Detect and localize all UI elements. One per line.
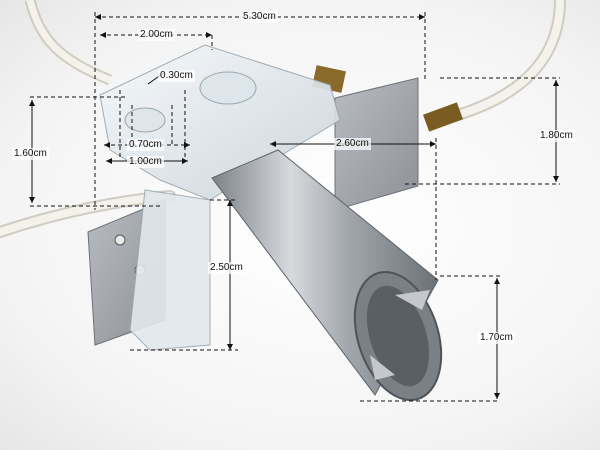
- cable-top: [24, 0, 113, 86]
- dimension-overall-width: 5.30cm: [241, 11, 278, 23]
- dimension-hole-width: 0.70cm: [127, 139, 164, 151]
- dimension-bracket-height: 2.50cm: [208, 262, 245, 274]
- dimension-right-height: 1.80cm: [538, 130, 575, 142]
- dimension-socket-length: 2.60cm: [334, 138, 371, 150]
- dimension-arrows: [29, 14, 559, 399]
- dimension-top-width: 2.00cm: [138, 29, 175, 41]
- dimension-base-width: 1.00cm: [127, 156, 164, 168]
- dimension-gap: 0.30cm: [158, 70, 195, 82]
- dimension-left-height: 1.60cm: [12, 148, 49, 160]
- dimension-socket-diameter: 1.70cm: [478, 332, 515, 344]
